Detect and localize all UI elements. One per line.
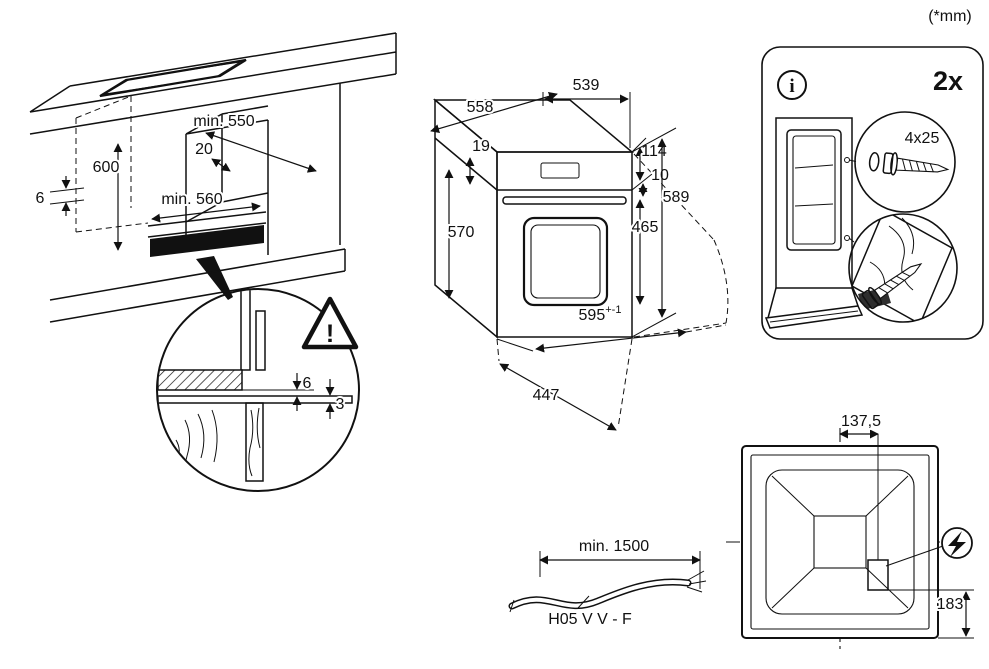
dim-10-label: 10 (651, 167, 669, 184)
wood-panel (851, 214, 953, 322)
dim-595-value: 595 (579, 307, 606, 324)
dim-600-label: 600 (93, 159, 120, 176)
detail-thickness-label: 3 (336, 396, 345, 413)
power-cable-diagram: min. 1500 H05 V V - F (508, 536, 707, 630)
oven-handle (502, 196, 627, 205)
info-symbol: i (789, 76, 794, 97)
dim-19-label: 19 (472, 138, 490, 155)
dim-min560-label: min. 560 (161, 191, 222, 208)
warning-triangle-icon: ! (301, 296, 359, 350)
cable (508, 578, 692, 610)
oven-body (432, 98, 635, 339)
warning-mark: ! (326, 320, 334, 348)
cable-strands (509, 570, 707, 613)
dim-447-label: 447 (533, 387, 560, 404)
wood-grain (248, 407, 261, 477)
cable-length-label: min. 1500 (579, 538, 649, 555)
detail-leader-wedge (196, 256, 233, 300)
wood-grain-2 (175, 409, 218, 483)
oven-isometric: 558 539 19 114 10 465 589 570 595+-1 447 (430, 75, 729, 431)
rear-view-diagram: 137,5 183 (726, 411, 974, 652)
screw-spec-label: 4x25 (905, 130, 940, 147)
counter-section-hatch (158, 369, 243, 391)
counter-lines (29, 32, 397, 135)
hardware-box: i 2x 4 (761, 46, 984, 340)
screw-detail-top: 4x25 (854, 111, 956, 213)
dim-539-label: 539 (573, 77, 600, 94)
oven-dimensions: 558 539 19 114 10 465 589 570 595+-1 447 (430, 75, 691, 431)
open-door (764, 305, 864, 329)
info-icon: i (777, 70, 807, 100)
screw-icon (868, 152, 950, 176)
door-swing-dashes (496, 153, 729, 429)
lightning-bolt-icon (948, 531, 966, 557)
dim-595-tolerance: +-1 (605, 304, 621, 316)
oven-shelf-edge (150, 225, 264, 257)
screw-detail-bottom (848, 213, 958, 323)
niche-lines (49, 83, 346, 323)
detail-gap-label: 6 (303, 375, 312, 392)
rear-panel-outer (741, 445, 939, 639)
dim-6-label: 6 (36, 190, 45, 207)
cabinet-dimensions: 600 6 min. 550 20 min. 560 (34, 111, 317, 251)
cable-type-label: H05 V V - F (548, 611, 632, 628)
dim-183-label: 183 (937, 596, 964, 613)
thin-panel (158, 395, 353, 404)
hardware-oven-sketch (764, 117, 864, 329)
dim-465-label: 465 (632, 219, 659, 236)
dim-114-label: 114 (641, 143, 667, 160)
electric-connection-icon (941, 527, 973, 559)
oven-display (540, 162, 580, 179)
cabinet-cutout-diagram: 600 6 min. 550 20 min. 560 (29, 32, 397, 323)
rear-center-plate (813, 515, 867, 569)
dim-595-label: 595+-1 (579, 304, 622, 324)
screw-icon-2 (861, 262, 923, 310)
dim-20-label: 20 (195, 141, 213, 158)
dim-min550-label: min. 550 (193, 113, 254, 130)
dim-570-label: 570 (448, 224, 475, 241)
dim-558-label: 558 (467, 99, 494, 116)
junction-detail-content (158, 290, 353, 483)
dim-137-label: 137,5 (841, 413, 881, 430)
junction-detail-circle: 6 3 ! (156, 288, 360, 492)
dim-589-label: 589 (663, 189, 690, 206)
hardware-quantity: 2x (933, 66, 963, 96)
units-label: (*mm) (928, 8, 972, 25)
hardware-box-frame (761, 46, 984, 340)
door-window (522, 216, 609, 307)
